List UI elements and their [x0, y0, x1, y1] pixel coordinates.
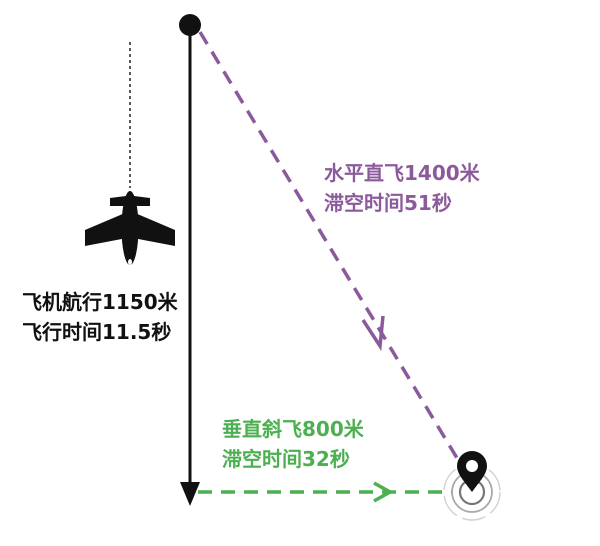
level-flight-label: 水平直飞1400米 滞空时间51秒	[324, 158, 480, 218]
start-point	[179, 14, 201, 36]
plane-path-time: 飞行时间11.5秒	[22, 320, 172, 344]
vertical-arrowhead	[180, 482, 200, 506]
level-flight-distance: 水平直飞1400米	[324, 161, 480, 185]
location-pin-icon	[457, 450, 488, 492]
oblique-flight-arrow	[373, 481, 394, 503]
plane-path-label: 飞机航行1150米 飞行时间11.5秒	[22, 287, 178, 347]
level-flight-arrow	[361, 315, 385, 352]
plane-path-distance: 飞机航行1150米	[22, 290, 178, 314]
oblique-flight-time: 滞空时间32秒	[222, 447, 350, 471]
airplane-icon	[85, 191, 175, 265]
level-flight-time: 滞空时间51秒	[324, 191, 452, 215]
oblique-flight-distance: 垂直斜飞800米	[222, 417, 364, 441]
level-flight-line	[198, 31, 465, 469]
oblique-flight-label: 垂直斜飞800米 滞空时间32秒	[222, 414, 364, 474]
